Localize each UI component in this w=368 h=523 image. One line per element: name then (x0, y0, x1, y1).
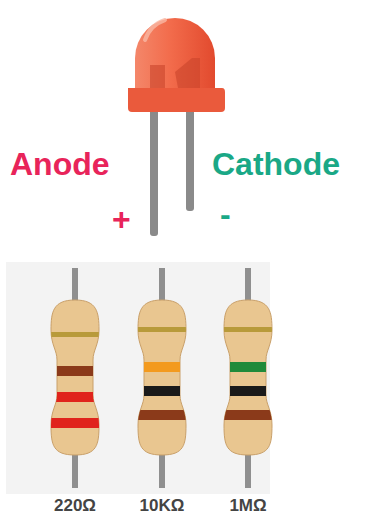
resistance-value: 1MΩ (229, 497, 266, 514)
polarity-sign: + (112, 203, 131, 235)
resistor-symbol (218, 268, 278, 488)
polarity-sign: - (220, 198, 231, 230)
pin-name: Cathode (212, 148, 340, 180)
resistance-value: 220Ω (54, 497, 96, 514)
resistance-value: 10KΩ (140, 497, 185, 514)
resistor-symbol (45, 268, 105, 488)
led-symbol (128, 18, 225, 236)
pin-name: Anode (10, 148, 110, 180)
resistor-symbol (132, 268, 192, 488)
